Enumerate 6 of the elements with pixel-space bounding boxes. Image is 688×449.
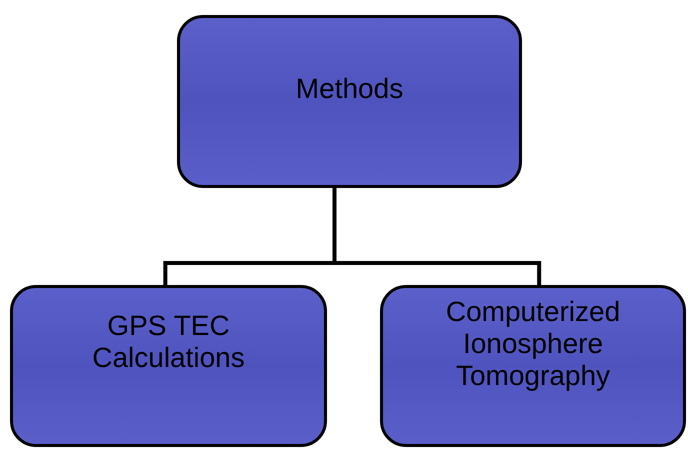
- node-label: Computerized Ionosphere Tomography: [444, 296, 622, 392]
- process-box: [10, 285, 327, 447]
- node-label: GPS TEC Calculations: [91, 310, 246, 374]
- process-box: [380, 285, 686, 447]
- process-box: [177, 15, 522, 188]
- node-label: Methods: [296, 73, 404, 105]
